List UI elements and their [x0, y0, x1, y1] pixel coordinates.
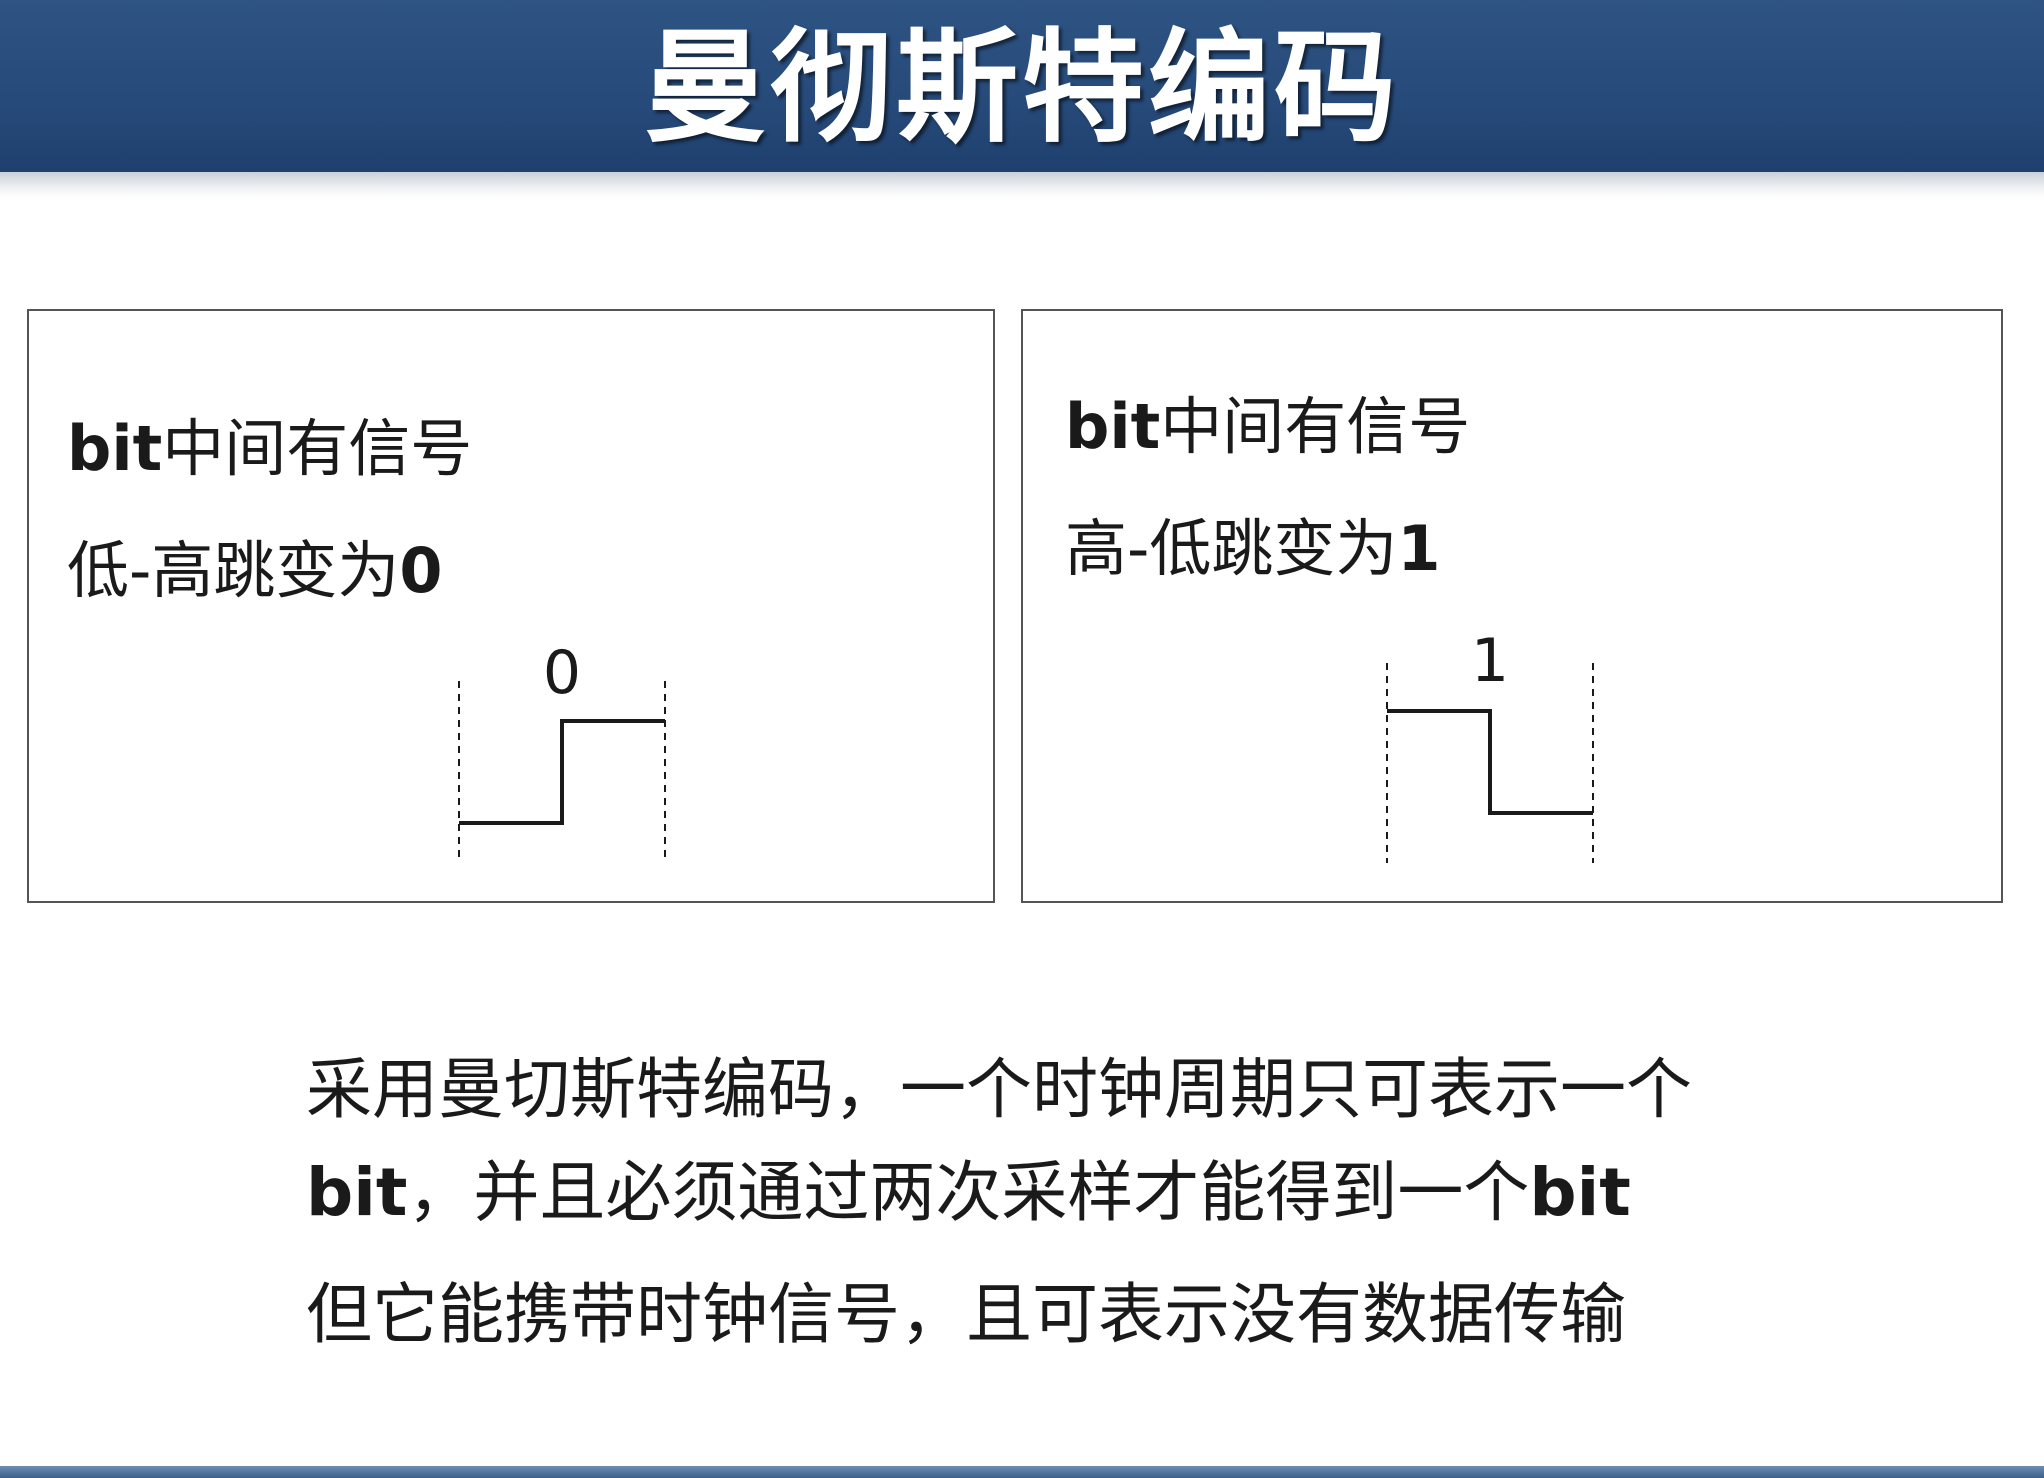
footer-bar [0, 1466, 2044, 1478]
waveform-zero-label: 0 [543, 638, 581, 708]
panel-one-line1-bold: bit [1065, 390, 1161, 463]
panel-bit-zero: bit中间有信号 低-高跳变为0 0 [27, 309, 995, 903]
panel-zero-line1-text: 中间有信号 [162, 412, 473, 485]
page-title: 曼彻斯特编码 [644, 17, 1400, 159]
waveform-bit-one: 1 [1386, 626, 1594, 863]
waveform-one-signal [1387, 709, 1593, 815]
panel-bit-one: bit中间有信号 高-低跳变为1 1 [1021, 309, 2003, 903]
panel-one-line2-bold: 1 [1397, 512, 1441, 585]
title-bar [0, 0, 2044, 172]
summary-line-1: 采用曼切斯特编码，一个时钟周期只可表示一个 [306, 1051, 1692, 1128]
summary-line-2: bit，并且必须通过两次采样才能得到一个bit [306, 1148, 1631, 1238]
panel-one-line2-text: 高-低跳变为 [1065, 512, 1398, 585]
panel-one-line1-text: 中间有信号 [1160, 390, 1471, 463]
summary-line-2-bold-b: bit [1529, 1154, 1631, 1231]
panel-zero-line1: bit中间有信号 [67, 409, 472, 489]
panel-one-line2: 高-低跳变为1 [1065, 509, 1441, 589]
summary-line-2-bold-a: bit [306, 1154, 408, 1231]
waveform-bit-zero: 0 [458, 638, 666, 863]
summary-line-2-text: ，并且必须通过两次采样才能得到一个 [407, 1154, 1530, 1231]
panel-zero-line2: 低-高跳变为0 [67, 531, 443, 611]
summary-line-3: 但它能携带时钟信号，且可表示没有数据传输 [306, 1276, 1626, 1353]
title-bar-shadow [0, 172, 2044, 198]
panel-one-line1: bit中间有信号 [1065, 387, 1470, 467]
panel-zero-line1-bold: bit [67, 412, 163, 485]
waveform-zero-signal [459, 719, 665, 825]
waveform-one-label: 1 [1471, 626, 1509, 696]
panel-zero-line2-text: 低-高跳变为 [67, 534, 400, 607]
panel-zero-line2-bold: 0 [399, 534, 443, 607]
